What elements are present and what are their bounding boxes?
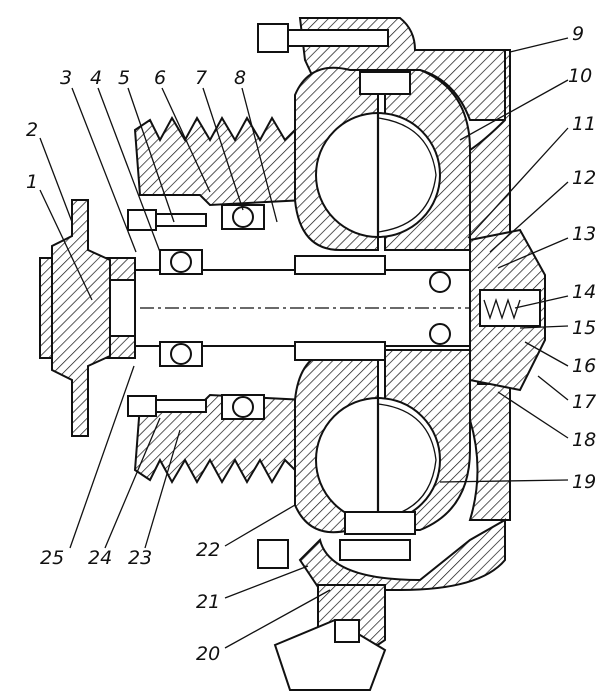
- callout-13: 13: [572, 223, 596, 245]
- callout-5: 5: [118, 67, 130, 89]
- callout-1: 1: [26, 171, 38, 193]
- callout-9: 9: [572, 23, 584, 45]
- callout-21: 21: [196, 591, 220, 613]
- callout-23: 23: [128, 547, 152, 569]
- bearing-inner: [429, 271, 451, 345]
- callout-16: 16: [572, 355, 596, 377]
- callout-25: 25: [40, 547, 64, 569]
- callout-6: 6: [154, 67, 166, 89]
- drain-plug: [273, 584, 387, 691]
- leader-lines: [39, 37, 569, 649]
- callout-4: 4: [90, 67, 102, 89]
- cavity-bolts: [294, 71, 416, 535]
- callout-2: 2: [26, 119, 38, 141]
- callout-24: 24: [88, 547, 112, 569]
- valve-spring: [483, 297, 521, 321]
- callout-18: 18: [572, 429, 596, 451]
- callout-12: 12: [572, 167, 596, 189]
- callout-15: 15: [572, 317, 596, 339]
- callout-17: 17: [572, 391, 596, 413]
- upper-fluid-cavity: [315, 112, 441, 238]
- bolt-top: [257, 23, 389, 53]
- bolt-bottom: [257, 539, 411, 569]
- bolt-pulley-upper: [127, 209, 207, 231]
- callout-3: 3: [60, 67, 72, 89]
- callout-10: 10: [568, 65, 592, 87]
- callout-19: 19: [572, 471, 596, 493]
- callout-20: 20: [196, 643, 220, 665]
- callout-14: 14: [572, 281, 596, 303]
- rear-cover: [469, 228, 546, 392]
- callout-labels: 1 2 3 4 5 6 7 8 9 10 11 12 13 14 15 16 1…: [26, 23, 596, 665]
- callout-7: 7: [195, 67, 207, 89]
- lower-fluid-cavity: [315, 397, 441, 523]
- bolt-pulley-lower: [127, 395, 207, 417]
- drive-flange: [51, 199, 111, 437]
- callout-22: 22: [196, 539, 220, 561]
- bearing-front: [159, 249, 203, 367]
- callout-11: 11: [572, 113, 596, 135]
- callout-8: 8: [234, 67, 246, 89]
